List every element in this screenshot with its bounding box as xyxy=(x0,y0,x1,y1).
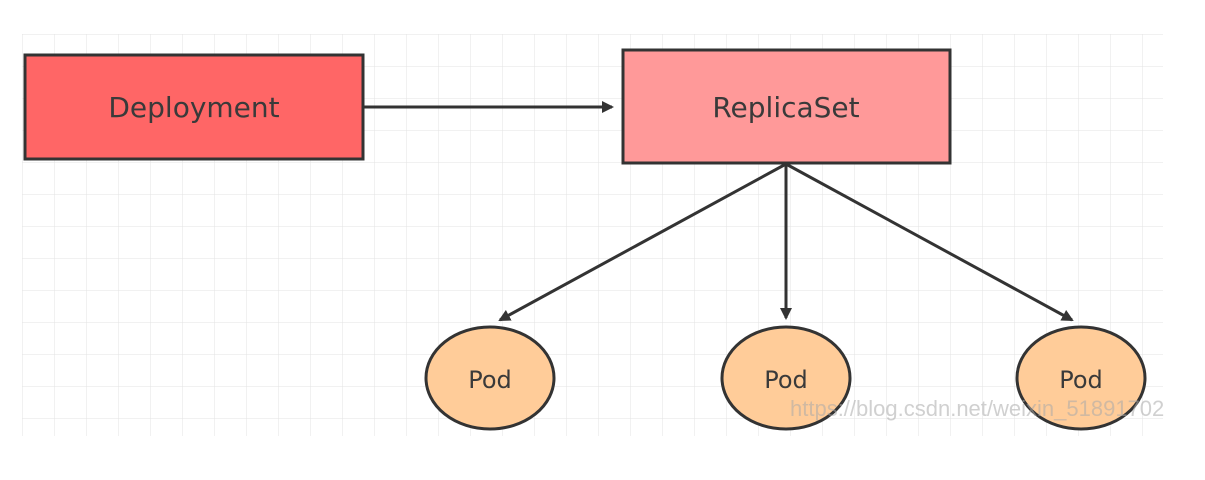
replicaset-label: ReplicaSet xyxy=(712,91,859,124)
pod-left-label: Pod xyxy=(468,366,512,394)
pod-node-right[interactable]: Pod xyxy=(1015,325,1147,431)
pod-right-label: Pod xyxy=(1059,366,1103,394)
edge-replicaset-to-pod-left xyxy=(498,162,787,322)
pod-node-middle[interactable]: Pod xyxy=(720,325,852,431)
deployment-box xyxy=(23,53,365,161)
deployment-label: Deployment xyxy=(108,91,279,124)
watermark-text: https://blog.csdn.net/weixin_51891702 xyxy=(790,396,1164,421)
replicaset-node[interactable]: ReplicaSet xyxy=(621,48,952,165)
pod-node-left[interactable]: Pod xyxy=(424,325,556,431)
replicaset-box xyxy=(621,48,952,165)
pod-left-ellipse xyxy=(424,325,556,431)
edge-replicaset-to-pod-right xyxy=(785,162,1074,322)
pod-middle-label: Pod xyxy=(764,366,808,394)
pod-middle-ellipse xyxy=(720,325,852,431)
deployment-node[interactable]: Deployment xyxy=(23,53,365,161)
pod-right-ellipse xyxy=(1015,325,1147,431)
